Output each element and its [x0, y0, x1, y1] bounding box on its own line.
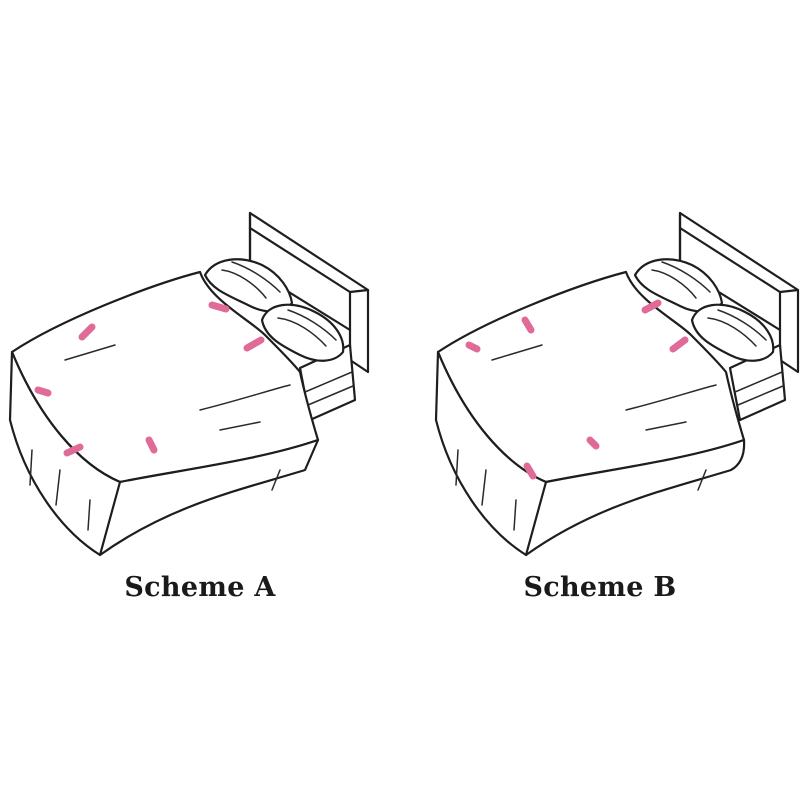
pillow-back [203, 258, 294, 313]
sheet-clip [521, 316, 535, 334]
sheet-clips [465, 299, 689, 480]
sheet-clip [78, 323, 96, 341]
sheet-clip [669, 336, 689, 353]
bed-illustration-b [434, 211, 800, 557]
sheet [8, 270, 320, 557]
sheet-clip [243, 336, 265, 352]
sheet-clip [641, 299, 662, 314]
bed-base [728, 343, 787, 422]
sheet-clip [63, 443, 84, 457]
sheet-clip [586, 436, 600, 450]
bed-illustration-a [8, 211, 370, 557]
pillow-front [690, 303, 775, 362]
sheet [434, 270, 746, 557]
scheme-a-panel: Scheme A [8, 211, 370, 603]
scheme-b-panel: Scheme B [400, 0, 800, 800]
sheet-clip [465, 341, 481, 353]
pillow-back [633, 258, 724, 313]
pillow-front [260, 303, 345, 362]
scheme-a-caption: Scheme A [124, 572, 276, 603]
sheet-clip [208, 301, 230, 313]
scheme-b-caption: Scheme B [523, 572, 677, 603]
sheet-clip [145, 436, 158, 454]
sheet-clips [34, 301, 265, 457]
sheet-clip [523, 462, 537, 480]
sheet-clip [34, 386, 52, 397]
